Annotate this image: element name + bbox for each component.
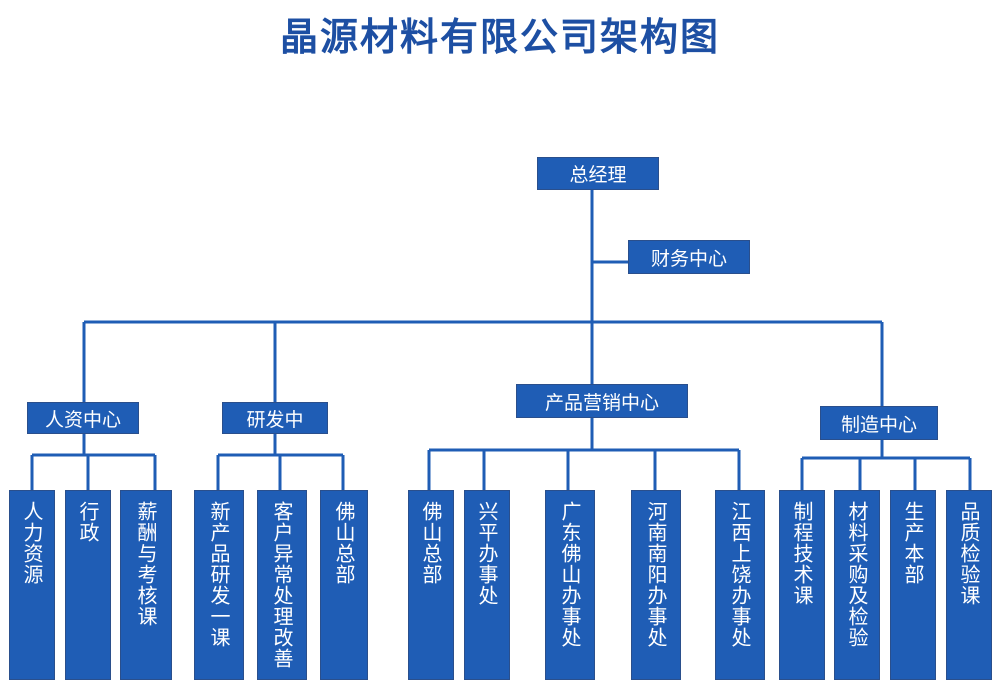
unit-box: 佛山总部	[408, 490, 454, 680]
chart-title: 晶源材料有限公司架构图	[279, 15, 720, 59]
unit-box: 河南南阳办事处	[631, 490, 681, 680]
unit-label: 生产本部	[901, 501, 925, 585]
root-label: 总经理	[569, 164, 627, 186]
unit-box: 行政	[65, 490, 111, 680]
unit-box: 江西上饶办事处	[715, 490, 765, 680]
unit-box: 兴平办事处	[464, 490, 510, 680]
unit-box: 品质检验课	[946, 490, 992, 680]
sales-center-box: 产品营销中心	[516, 384, 688, 418]
hr-center-label: 人资中心	[44, 408, 121, 431]
unit-label: 广东佛山办事处	[558, 501, 582, 648]
finance-box: 财务中心	[628, 240, 750, 274]
unit-box: 材料采购及检验	[834, 490, 880, 680]
unit-label: 材料采购及检验	[845, 501, 869, 648]
unit-label: 客户异常处理改善	[270, 501, 294, 669]
unit-box: 新产品研发一课	[194, 490, 244, 680]
rd-center-label: 研发中	[246, 408, 304, 431]
unit-label: 兴平办事处	[475, 501, 499, 606]
rd-center-box: 研发中	[222, 402, 328, 434]
mfg-center-label: 制造中心	[840, 413, 917, 436]
finance-label: 财务中心	[650, 247, 727, 270]
unit-label: 新产品研发一课	[207, 501, 231, 648]
unit-label: 佛山总部	[332, 501, 356, 585]
mfg-center-box: 制造中心	[820, 406, 938, 440]
unit-label: 河南南阳办事处	[644, 501, 668, 648]
unit-box: 客户异常处理改善	[257, 490, 307, 680]
unit-box: 佛山总部	[320, 490, 368, 680]
unit-box: 制程技术课	[779, 490, 825, 680]
hr-center-box: 人资中心	[27, 402, 139, 434]
unit-box: 广东佛山办事处	[545, 490, 595, 680]
unit-label: 人力资源	[20, 501, 44, 585]
unit-label: 佛山总部	[419, 501, 443, 585]
unit-box: 生产本部	[890, 490, 936, 680]
unit-label: 行政	[76, 501, 100, 543]
unit-label: 江西上饶办事处	[728, 501, 752, 648]
unit-label: 品质检验课	[957, 501, 981, 606]
root-box: 总经理	[537, 157, 659, 190]
unit-label: 制程技术课	[790, 501, 814, 606]
unit-box: 薪酬与考核课	[120, 490, 172, 680]
unit-box: 人力资源	[9, 490, 55, 680]
sales-center-label: 产品营销中心	[544, 391, 659, 414]
unit-label: 薪酬与考核课	[134, 501, 158, 627]
